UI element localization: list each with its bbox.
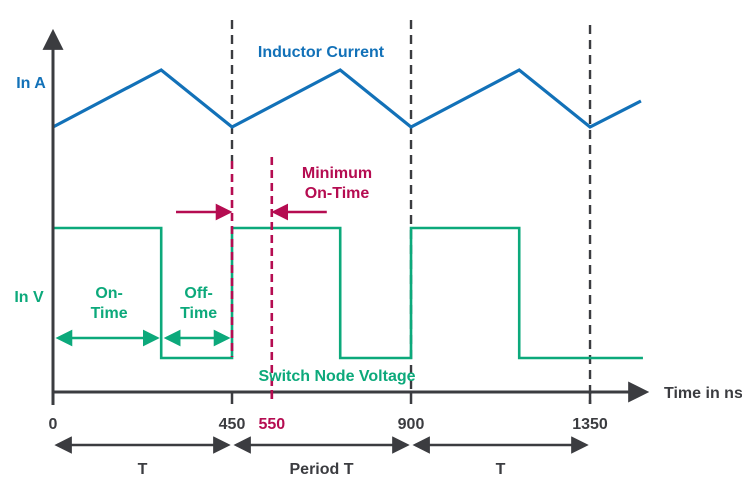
x-axis-ticks: 0 450 550 900 1350 xyxy=(49,390,608,433)
minimum-on-time-markers xyxy=(176,157,327,399)
period-span-label-2: T xyxy=(496,461,506,478)
inductor-current-waveform xyxy=(52,68,642,129)
off-time-label-line1: Off- xyxy=(184,285,212,302)
x-tick-label-0: 0 xyxy=(49,416,58,433)
y-axis-label-current: In A xyxy=(16,75,46,92)
on-time-label-line1: On- xyxy=(95,285,123,302)
minimum-on-time-label-line2: On-Time xyxy=(305,185,370,202)
period-span-label-1: Period T xyxy=(290,461,354,478)
dashed-gridlines xyxy=(230,20,592,404)
x-tick-label-550: 550 xyxy=(258,416,285,433)
on-off-time-arrows: On- Time Off- Time xyxy=(55,285,231,347)
on-time-label-line2: Time xyxy=(91,305,128,322)
period-span-label-0: T xyxy=(138,461,148,478)
inductor-current-label: Inductor Current xyxy=(258,44,385,61)
x-tick-label-1350: 1350 xyxy=(572,416,608,433)
minimum-on-time-label-line1: Minimum xyxy=(302,165,372,182)
period-span-arrows: T Period T T xyxy=(54,436,589,478)
x-axis-label: Time in ns xyxy=(664,385,742,402)
y-axis-label-voltage: In V xyxy=(14,289,44,306)
x-tick-label-450: 450 xyxy=(219,416,246,433)
switch-node-voltage-waveform xyxy=(51,226,643,360)
off-time-label-line2: Time xyxy=(180,305,217,322)
switch-node-voltage-label: Switch Node Voltage xyxy=(258,368,415,385)
x-tick-label-900: 900 xyxy=(398,416,425,433)
